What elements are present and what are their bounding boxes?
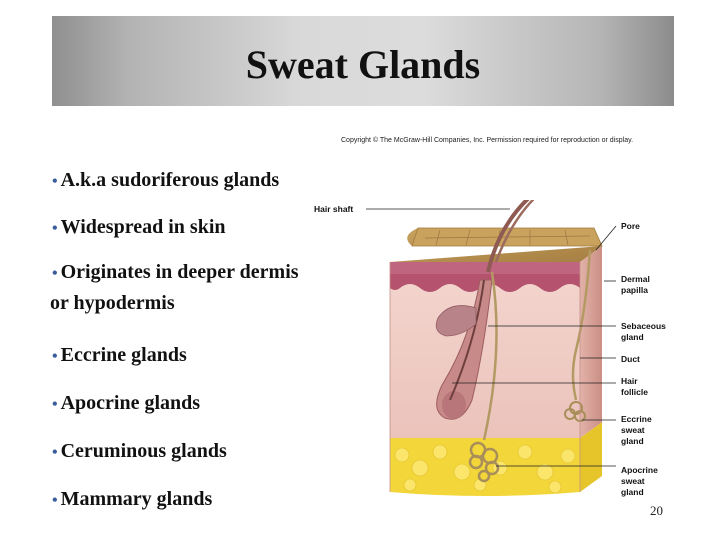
bullet-text: Eccrine glands	[60, 344, 187, 366]
bullet-item: •Apocrine glands	[52, 388, 200, 420]
label-hair-shaft: Hair shaft	[314, 204, 354, 214]
bullet-icon: •	[52, 265, 58, 282]
bullet-icon: •	[52, 348, 58, 365]
bullet-icon: •	[52, 396, 58, 413]
bullet-item: •Widespread in skin	[52, 212, 226, 244]
hair-shaft	[486, 200, 530, 273]
eccrine-duct	[571, 249, 592, 401]
bullet-text: Apocrine glands	[60, 392, 201, 414]
bullet-text: Originates in deeper dermis	[60, 261, 299, 283]
bullet-item: •Eccrine glands	[52, 340, 187, 372]
bullet-item: •Ceruminous glands	[52, 436, 227, 468]
bullet-icon: •	[52, 173, 58, 190]
bullet-item: •A.k.a sudoriferous glands	[52, 165, 279, 197]
skin-illustration	[389, 200, 603, 496]
page-number: 20	[650, 503, 663, 518]
bullet-item-continuation: or hypodermis	[50, 292, 175, 314]
sebaceous-gland	[435, 305, 477, 337]
bullet-text: Widespread in skin	[60, 216, 226, 238]
bullet-icon: •	[52, 220, 58, 237]
dermis	[390, 262, 580, 438]
title-bar: Sweat Glands	[52, 16, 674, 106]
apocrine-coil	[468, 441, 500, 483]
label-pore: Pore	[621, 221, 640, 231]
apocrine-duct	[482, 271, 498, 441]
slide-title: Sweat Glands	[245, 42, 481, 87]
bullet-icon: •	[52, 492, 58, 509]
bullet-text: Mammary glands	[60, 488, 213, 510]
bullet-icon: •	[52, 444, 58, 461]
bullet-text: Ceruminous glands	[60, 440, 227, 462]
label-duct: Duct	[621, 354, 640, 364]
bullet-item: •Mammary glands	[52, 484, 212, 516]
bullet-item: •Originates in deeper dermis	[52, 257, 299, 289]
bullet-text: A.k.a sudoriferous glands	[60, 169, 280, 191]
copyright-notice: Copyright © The McGraw-Hill Companies, I…	[341, 137, 634, 144]
